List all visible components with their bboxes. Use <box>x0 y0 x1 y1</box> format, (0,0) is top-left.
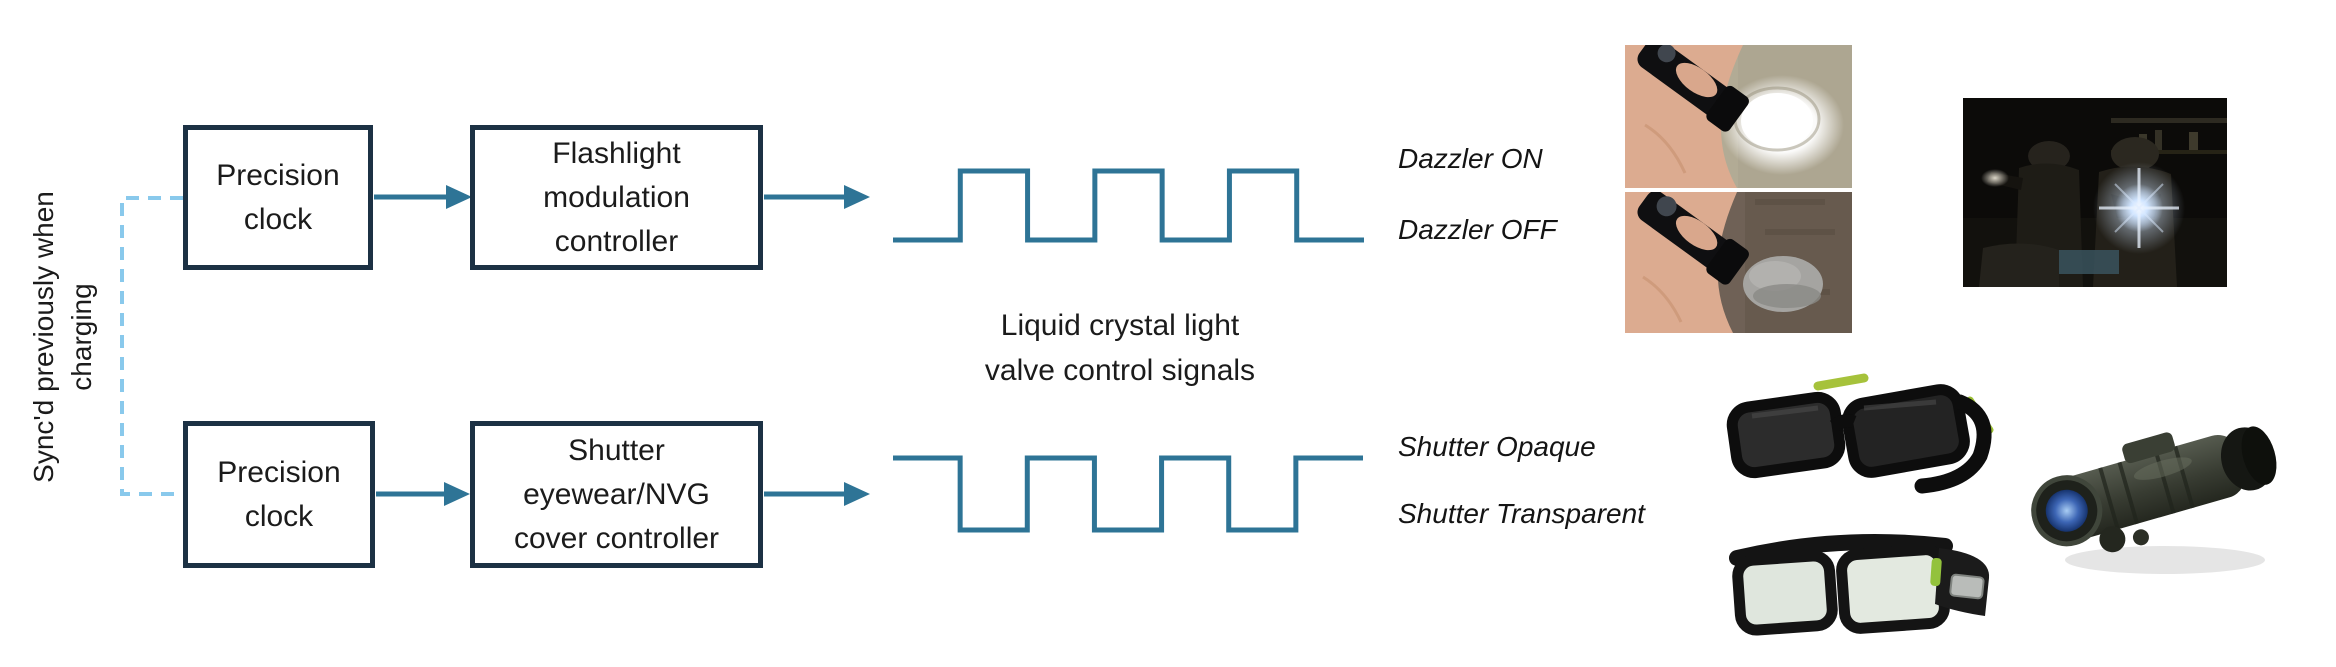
box-label-line: Shutter <box>568 433 665 467</box>
shutter-glasses-opaque-photo <box>1726 373 1994 494</box>
box-label-line: modulation <box>543 180 690 214</box>
tactical-scene-photo <box>1963 98 2227 287</box>
dazzler-off-photo <box>1625 192 1852 333</box>
box-label-line: cover controller <box>513 521 720 555</box>
dazzler-on-label: Dazzler ON <box>1398 143 1543 174</box>
sync-dashed-connector <box>120 196 183 496</box>
shutter-controller-box: Shutter eyewear/NVG cover controller <box>470 421 763 568</box>
shutter-glasses-transparent-photo <box>1729 534 1990 636</box>
box-label-line: Precision <box>216 158 340 192</box>
dazzler-on-photo <box>1625 45 1852 188</box>
signals-caption: Liquid crystal light valve control signa… <box>930 303 1310 393</box>
box-label-line: Precision <box>217 455 341 489</box>
arrow-clock-to-shutter-controller <box>376 482 470 506</box>
signals-caption-line2: valve control signals <box>984 354 1256 387</box>
box-label-line: Flashlight <box>552 136 681 170</box>
shutter-opaque-label: Shutter Opaque <box>1398 431 1596 462</box>
dazzler-waveform <box>893 168 1364 243</box>
arrow-flashlight-controller-to-signal <box>764 185 870 209</box>
nvg-monocular-photo <box>2031 426 2277 574</box>
shutter-waveform <box>893 455 1363 533</box>
precision-clock-box-top: Precision clock <box>183 125 373 270</box>
box-label-line: eyewear/NVG <box>523 477 710 511</box>
box-label-line: clock <box>244 499 314 533</box>
sync-note: Sync'd previously when charging <box>25 157 101 517</box>
flashlight-controller-box: Flashlight modulation controller <box>470 125 763 270</box>
box-label-line: clock <box>243 202 313 236</box>
dazzler-off-label: Dazzler OFF <box>1398 214 1557 245</box>
arrow-clock-to-flashlight-controller <box>374 185 472 209</box>
arrow-shutter-controller-to-signal <box>764 482 870 506</box>
shutter-transparent-label: Shutter Transparent <box>1398 498 1645 529</box>
signals-caption-line1: Liquid crystal light <box>1000 309 1240 342</box>
sync-note-line1: Sync'd previously when <box>28 191 59 483</box>
sync-note-line2: charging <box>66 283 97 391</box>
precision-clock-box-bottom: Precision clock <box>183 421 375 568</box>
box-label-line: controller <box>554 224 679 258</box>
